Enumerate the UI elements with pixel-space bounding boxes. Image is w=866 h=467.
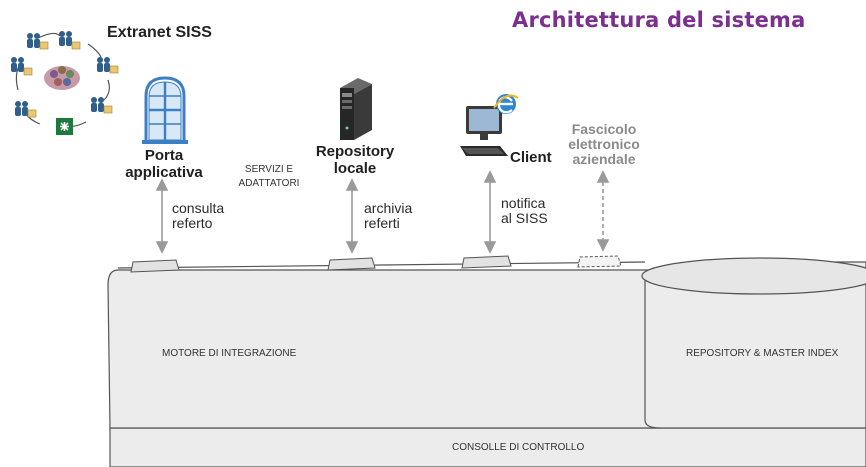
motore-block	[107, 269, 661, 429]
fascicolo-label: Fascicolo elettronico aziendale	[562, 122, 646, 167]
consulta-referto-label: consulta referto	[172, 201, 224, 231]
repository-label-line1: Repository	[315, 143, 395, 160]
arrow-consulta	[155, 178, 169, 254]
archivia-referti-label: archivia referti	[364, 201, 412, 231]
server-icon	[340, 78, 372, 140]
fascicolo-line1: Fascicolo	[571, 121, 637, 137]
arrow-archivia	[345, 178, 359, 254]
window-icon	[142, 76, 188, 144]
notifica-line1: notifica	[501, 195, 546, 211]
pad-client	[461, 255, 512, 269]
archivia-line2: referti	[364, 215, 400, 231]
servizi-line2: ADATTATORI	[238, 178, 300, 189]
fascicolo-line2: elettronico	[568, 136, 640, 152]
servizi-adattatori-label: SERVIZI E ADATTATORI	[229, 163, 309, 191]
consulta-line2: referto	[172, 215, 213, 231]
extranet-network-icon	[11, 31, 119, 135]
pad-fascicolo	[577, 255, 622, 268]
computer-icon	[460, 94, 519, 156]
porta-label-line1: Porta	[144, 147, 184, 164]
pad-repository	[327, 257, 376, 271]
page-title: Architettura del sistema	[512, 8, 806, 32]
fascicolo-line3: aziendale	[572, 151, 636, 167]
consolle-controllo-label: CONSOLLE DI CONTROLLO	[452, 442, 585, 453]
repository-label-line2: locale	[333, 160, 377, 177]
notifica-siss-label: notifica al SISS	[501, 196, 548, 226]
repository-master-index-label: REPOSITORY & MASTER INDEX	[686, 348, 839, 359]
extranet-label: Extranet SISS	[107, 24, 212, 41]
repository-locale-label: Repository locale	[307, 143, 403, 177]
archivia-line1: archivia	[364, 200, 413, 216]
servizi-line1: SERVIZI E	[244, 164, 294, 175]
pad-porta	[130, 259, 180, 273]
motore-integrazione-label: MOTORE DI INTEGRAZIONE	[162, 348, 297, 359]
notifica-line2: al SISS	[501, 210, 548, 226]
consulta-line1: consulta	[172, 200, 225, 216]
arrow-fascicolo	[596, 170, 610, 252]
porta-applicativa-label: Porta applicativa	[116, 147, 212, 181]
porta-label-line2: applicativa	[125, 164, 203, 181]
client-label: Client	[510, 149, 552, 166]
arrow-notifica	[483, 170, 497, 254]
